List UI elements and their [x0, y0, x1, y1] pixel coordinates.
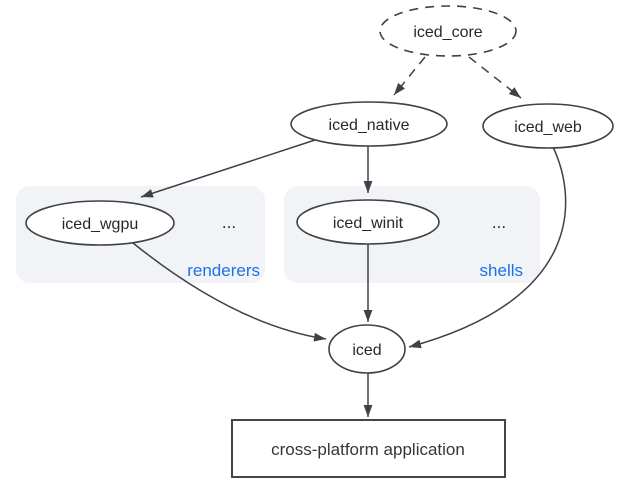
- iced-winit-ellipse: [296, 199, 440, 245]
- iced-label: iced: [352, 342, 381, 359]
- node-iced-web: iced_web: [482, 103, 614, 149]
- iced-wgpu-label: iced_wgpu: [62, 216, 139, 233]
- shells-group-label: shells: [480, 261, 523, 280]
- iced-wgpu-ellipse: [25, 200, 175, 246]
- iced-web-label: iced_web: [514, 119, 582, 136]
- edge-iced-wgpu-to-iced: [132, 242, 327, 342]
- iced-web-ellipse: [482, 103, 614, 149]
- edge-iced-core-to-iced-native: [393, 56, 426, 96]
- application-label: cross-platform application: [271, 440, 465, 459]
- node-cross-platform-application: cross-platform application: [231, 419, 506, 478]
- node-iced-core: iced_core: [379, 5, 517, 57]
- iced-core-ellipse: [379, 5, 517, 57]
- edge-iced-web-to-iced: [408, 146, 567, 349]
- renderers-ellipsis: ...: [222, 213, 236, 232]
- edge-iced-core-to-iced-web: [468, 56, 522, 99]
- application-rect: [231, 419, 506, 478]
- edge-iced-native-to-iced-wgpu: [140, 139, 316, 198]
- iced-core-label: iced_core: [413, 24, 482, 41]
- shells-ellipsis: ...: [492, 213, 506, 232]
- renderers-group-label: renderers: [187, 261, 260, 280]
- node-iced-native: iced_native: [290, 101, 448, 147]
- iced-winit-label: iced_winit: [333, 215, 404, 232]
- node-iced-winit: iced_winit: [296, 199, 440, 245]
- node-iced: iced: [328, 324, 406, 374]
- iced-ellipse: [328, 324, 406, 374]
- node-iced-wgpu: iced_wgpu: [25, 200, 175, 246]
- iced-native-ellipse: [290, 101, 448, 147]
- iced-native-label: iced_native: [329, 117, 410, 134]
